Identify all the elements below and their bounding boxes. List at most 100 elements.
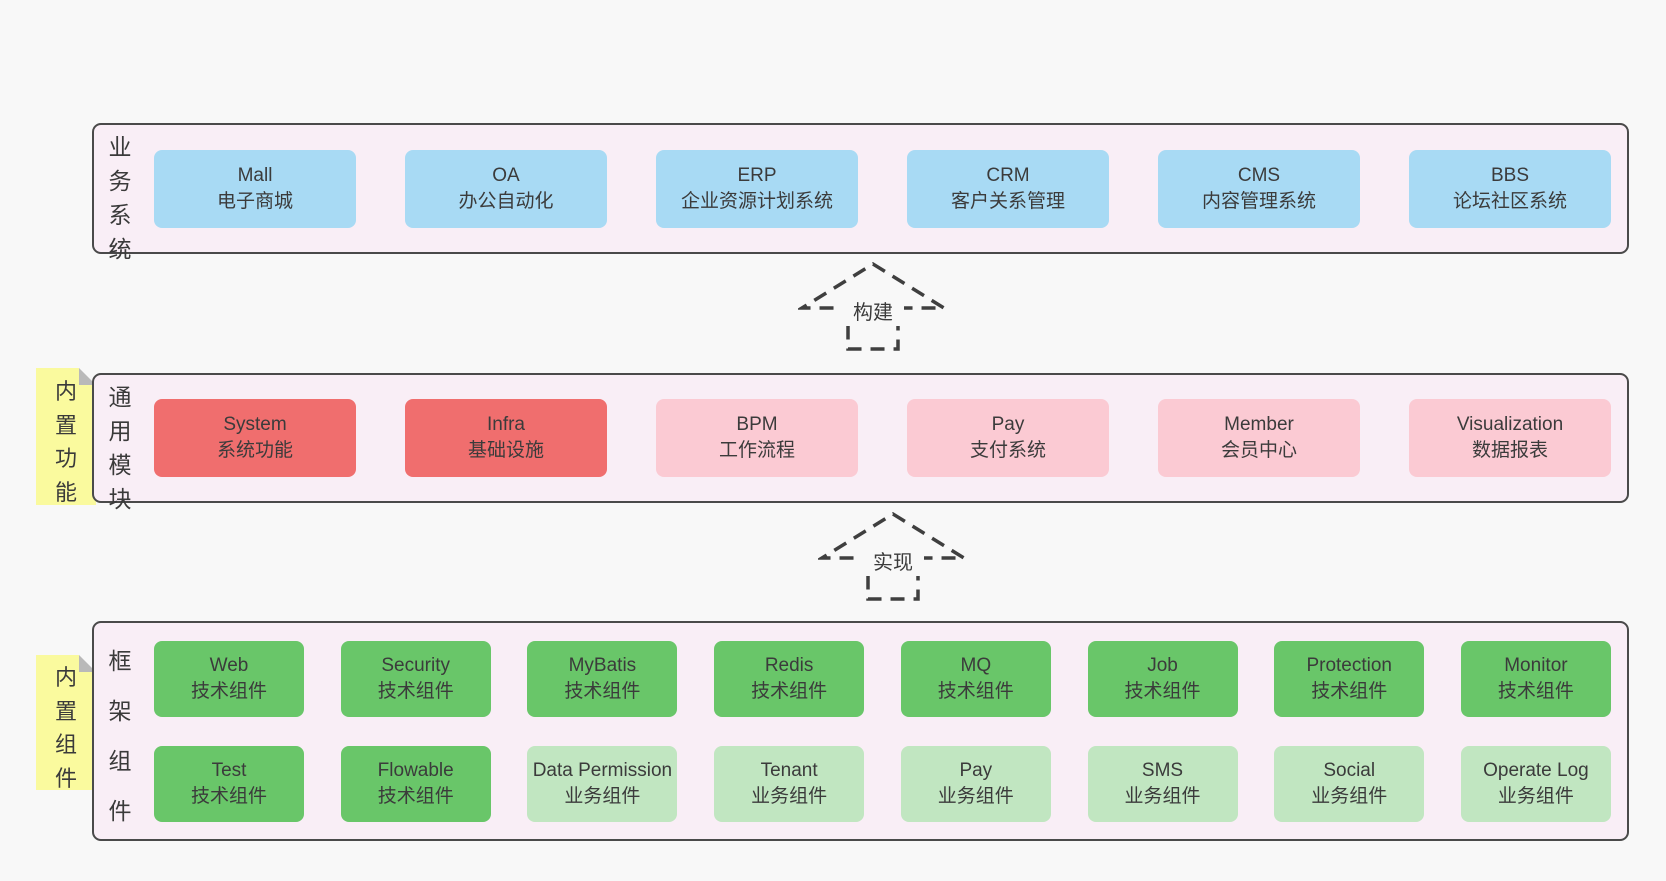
box-name: MyBatis	[568, 654, 637, 676]
box-pay-component: Pay 业务组件	[900, 745, 1051, 822]
box-subtitle: 系统功能	[216, 440, 293, 461]
box-subtitle: 技术组件	[751, 680, 828, 702]
box-tenant: Tenant 业务组件	[714, 745, 865, 822]
arrow-outline	[798, 261, 948, 351]
box-redis: Redis 技术组件	[714, 640, 865, 717]
business-systems-row: Mall 电子商城 OA 办公自动化 ERP 企业资源计划系统 CRM 客户关系…	[154, 149, 1611, 228]
box-subtitle: 办公自动化	[458, 190, 554, 212]
box-name: Web	[209, 654, 249, 676]
box-system: System 系统功能	[154, 399, 356, 477]
box-bpm: BPM 工作流程	[656, 399, 858, 477]
box-subtitle: 技术组件	[190, 680, 267, 702]
box-job: Job 技术组件	[1087, 640, 1238, 717]
band-common-modules: 通用模块 System 系统功能 Infra 基础设施 BPM 工作流程 Pay…	[92, 373, 1629, 512]
box-mybatis: MyBatis 技术组件	[527, 640, 678, 717]
box-name: Social	[1323, 759, 1376, 781]
box-subtitle: 技术组件	[377, 785, 454, 807]
box-subtitle: 技术组件	[190, 785, 267, 807]
box-subtitle: 技术组件	[1497, 680, 1574, 702]
box-name: Protection	[1306, 654, 1392, 676]
box-sms: SMS 业务组件	[1087, 745, 1238, 822]
box-subtitle: 业务组件	[937, 785, 1014, 807]
sticky-tab-builtin-features: 内置功能	[36, 368, 96, 505]
box-mq: MQ 技术组件	[900, 640, 1051, 717]
box-name: Pay	[959, 759, 993, 781]
box-crm: CRM 客户关系管理	[907, 149, 1109, 228]
box-subtitle: 会员中心	[1220, 440, 1297, 461]
arrow-label-background	[842, 298, 904, 326]
box-name: Visualization	[1456, 414, 1564, 436]
box-subtitle: 业务组件	[1124, 785, 1201, 807]
implement-arrow-label: 实现	[873, 551, 913, 574]
box-name: BBS	[1490, 164, 1530, 186]
box-member: Member 会员中心	[1158, 399, 1360, 477]
box-subtitle: 论坛社区系统	[1452, 190, 1567, 212]
band-framework-components-rows: Web 技术组件 Security 技术组件 MyBatis 技术组件 Redi…	[154, 623, 1611, 839]
band-business-systems: 业务系统 Mall 电子商城 OA 办公自动化 ERP 企业资源计划系统 CRM…	[92, 123, 1629, 262]
box-cms: CMS 内容管理系统	[1158, 149, 1360, 228]
box-name: SMS	[1141, 759, 1184, 781]
band-framework-components-label: 框架组件	[108, 648, 132, 824]
box-web: Web 技术组件	[154, 640, 304, 717]
box-name: Member	[1224, 414, 1294, 436]
box-subtitle: 技术组件	[377, 680, 454, 702]
framework-components-row-1: Web 技术组件 Security 技术组件 MyBatis 技术组件 Redi…	[154, 640, 1611, 717]
box-subtitle: 数据报表	[1471, 440, 1548, 461]
box-name: System	[223, 414, 287, 436]
box-social: Social 业务组件	[1274, 745, 1425, 822]
box-name: OA	[492, 164, 520, 186]
box-test: Test 技术组件	[154, 745, 304, 822]
sticky-tab-builtin-components-label: 内置组件	[54, 665, 77, 791]
box-protection: Protection 技术组件	[1274, 640, 1425, 717]
arrow-label-background	[862, 548, 924, 576]
box-oa: OA 办公自动化	[405, 149, 607, 228]
box-pay-module: Pay 支付系统	[907, 399, 1109, 477]
box-name: Redis	[764, 654, 814, 676]
folded-corner-icon	[79, 655, 96, 672]
box-subtitle: 业务组件	[1311, 785, 1388, 807]
box-name: Pay	[991, 414, 1025, 436]
box-name: Monitor	[1504, 654, 1568, 676]
box-subtitle: 基础设施	[467, 440, 544, 461]
box-name: Security	[381, 654, 451, 676]
box-security: Security 技术组件	[340, 640, 491, 717]
box-subtitle: 业务组件	[1497, 785, 1574, 807]
box-name: BPM	[736, 414, 778, 436]
box-name: Infra	[486, 414, 526, 436]
box-name: CMS	[1237, 164, 1281, 186]
box-name: Data Permission	[532, 759, 673, 781]
box-name: Flowable	[377, 759, 454, 781]
box-infra: Infra 基础设施	[405, 399, 607, 477]
box-subtitle: 业务组件	[564, 785, 641, 807]
implement-arrow-icon: 实现	[818, 511, 968, 601]
build-arrow-icon: 构建	[798, 261, 948, 351]
band-business-systems-label: 业务系统	[108, 134, 132, 262]
box-name: ERP	[737, 164, 777, 186]
band-business-systems-rows: Mall 电子商城 OA 办公自动化 ERP 企业资源计划系统 CRM 客户关系…	[154, 125, 1611, 252]
box-flowable: Flowable 技术组件	[340, 745, 491, 822]
box-subtitle: 业务组件	[751, 785, 828, 807]
build-arrow-label: 构建	[853, 301, 893, 324]
box-name: MQ	[960, 654, 992, 676]
box-visualization: Visualization 数据报表	[1409, 399, 1611, 477]
box-subtitle: 技术组件	[564, 680, 641, 702]
box-bbs: BBS 论坛社区系统	[1409, 149, 1611, 228]
box-subtitle: 技术组件	[1311, 680, 1388, 702]
box-subtitle: 技术组件	[1124, 680, 1201, 702]
box-name: Tenant	[760, 759, 818, 781]
box-subtitle: 工作流程	[718, 440, 795, 461]
box-subtitle: 电子商城	[216, 190, 293, 212]
box-subtitle: 技术组件	[937, 680, 1014, 702]
box-monitor: Monitor 技术组件	[1460, 640, 1611, 717]
band-common-modules-rows: System 系统功能 Infra 基础设施 BPM 工作流程 Pay 支付系统…	[154, 375, 1611, 501]
box-subtitle: 支付系统	[969, 440, 1046, 461]
band-framework-components: 框架组件 Web 技术组件 Security 技术组件 MyBatis 技术组件…	[92, 621, 1629, 841]
box-mall: Mall 电子商城	[154, 149, 356, 228]
box-data-permission: Data Permission 业务组件	[527, 745, 678, 822]
band-common-modules-label: 通用模块	[108, 384, 132, 512]
box-name: Operate Log	[1483, 759, 1589, 781]
sticky-tab-builtin-features-label: 内置功能	[54, 378, 77, 506]
box-operate-log: Operate Log 业务组件	[1460, 745, 1611, 822]
sticky-tab-builtin-components: 内置组件	[36, 655, 96, 791]
